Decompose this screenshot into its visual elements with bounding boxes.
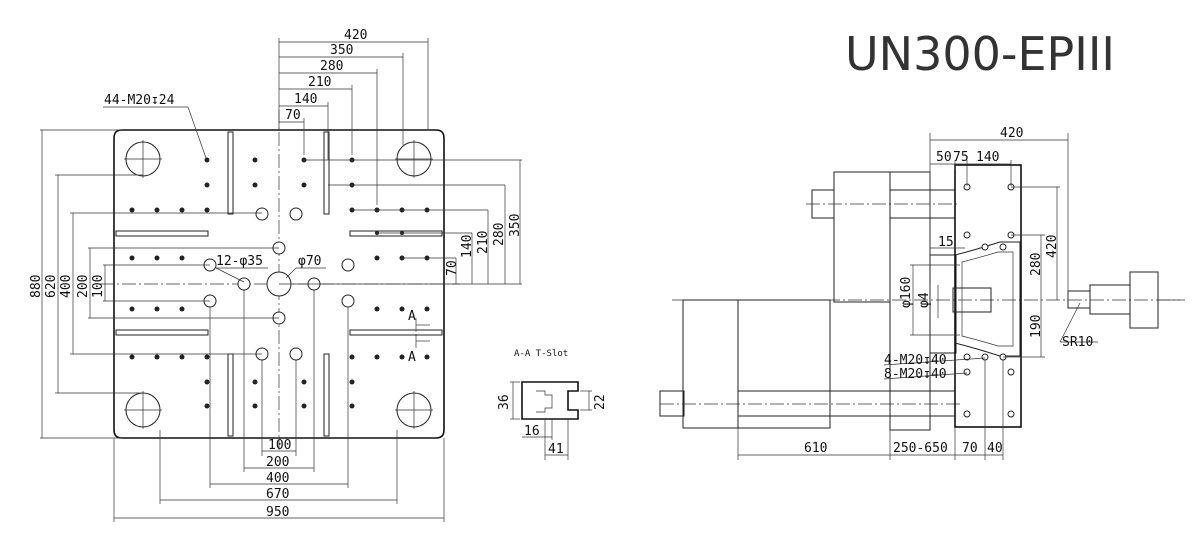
cylinder-housing [737,299,831,429]
barrel [1089,284,1131,315]
dim-top: 70 [285,108,301,123]
center-note: φ70 [298,254,321,269]
dim-right: 210 [476,231,491,254]
top-dimensions: 420 350 280 210 140 70 [278,28,429,205]
dim-right: 280 [492,223,507,246]
side-dim-top: 420 [1000,126,1023,141]
dim-left: 200 [76,275,91,298]
cylinder-body [682,299,739,429]
model-title: UN300-EPIII [845,27,1115,81]
side-dim-bottom: 250-650 [893,441,948,456]
leader-notes: 44-M20↧24 12-φ35 φ70 [103,93,326,283]
side-dim-top: 50 [936,150,952,165]
section-mark: A [408,309,416,324]
platen-front-view: 420 350 280 210 140 70 70 140 210 280 35… [29,28,523,522]
side-note: 4-M20↧40 [884,353,947,368]
bottom-dimensions: 100 200 400 670 950 [113,290,445,522]
left-dimensions: 880 620 400 200 100 [29,129,279,439]
dim-right: 140 [460,235,475,258]
tslot-profile [536,390,553,413]
mould-spacer [929,254,957,354]
dim-top: 210 [308,75,331,90]
platen-outline [113,129,445,439]
ejector-holes [203,207,355,361]
side-notes: 4-M20↧40 8-M20↧40 SR10 [883,302,1098,382]
side-dim-right: 420 [1045,235,1060,258]
tap-note: 44-M20↧24 [104,93,175,108]
dim-top: 140 [294,92,317,107]
side-dim-left: 15 [938,235,954,250]
right-dimensions: 70 140 210 280 350 [279,159,523,285]
nozzle-boss [952,287,992,313]
hole-note: 12-φ35 [216,254,263,269]
side-note: 8-M20↧40 [884,367,947,382]
side-left-dims: 15 φ160 φ4 [899,235,965,336]
cylinder-rod-end [659,390,685,417]
tslot-section [521,381,579,420]
tie-bar-holes [124,140,433,429]
dim-bottom: 670 [266,487,289,502]
side-bottom-dims: 610 250-650 70 40 [737,360,1004,460]
side-dim-right: 190 [1029,315,1044,338]
side-dim-bottom: 610 [804,441,827,456]
dim-top: 350 [330,43,353,58]
dim-left: 400 [59,275,74,298]
fixed-platen [954,164,1022,428]
dim-right: 70 [445,260,460,276]
dim-bottom: 400 [266,471,289,486]
side-note: SR10 [1062,335,1093,350]
side-dim-right: 280 [1029,253,1044,276]
tslot-dim: 41 [548,442,564,457]
section-mark: A [408,350,416,365]
side-dim-left: φ4 [917,292,932,308]
dim-left: 100 [91,275,106,298]
tslot-title: A-A T-Slot [514,349,568,359]
nozzle-housing [954,241,1021,357]
side-dim-top: 75 [953,150,969,165]
dim-right: 350 [508,214,523,237]
dim-top: 420 [344,28,367,43]
tslot-dim: 22 [593,394,608,410]
tslot-dim: 36 [497,394,512,410]
side-dim-bottom: 40 [987,441,1003,456]
t-slots [115,131,443,437]
side-dim-top: 140 [976,150,999,165]
dim-bottom: 950 [266,505,289,520]
dim-bottom: 100 [268,438,291,453]
dim-left: 880 [29,275,44,298]
tslot-dim: 16 [524,424,540,439]
dim-bottom: 200 [266,455,289,470]
machine-side-view: 420 50 75 140 280 420 190 15 φ160 [659,126,1185,460]
side-top-dims: 420 50 75 140 [929,126,1069,300]
dim-left: 620 [44,275,59,298]
t-slot-detail: A-A T-Slot 36 22 16 41 [497,349,608,460]
upper-block [833,171,891,303]
dim-top: 280 [320,59,343,74]
side-right-dims: 280 420 190 [1003,186,1060,358]
side-holes [963,183,1015,418]
side-dim-bottom: 70 [962,441,978,456]
section-marks: A A [408,309,430,365]
side-dim-left: φ160 [899,277,914,308]
